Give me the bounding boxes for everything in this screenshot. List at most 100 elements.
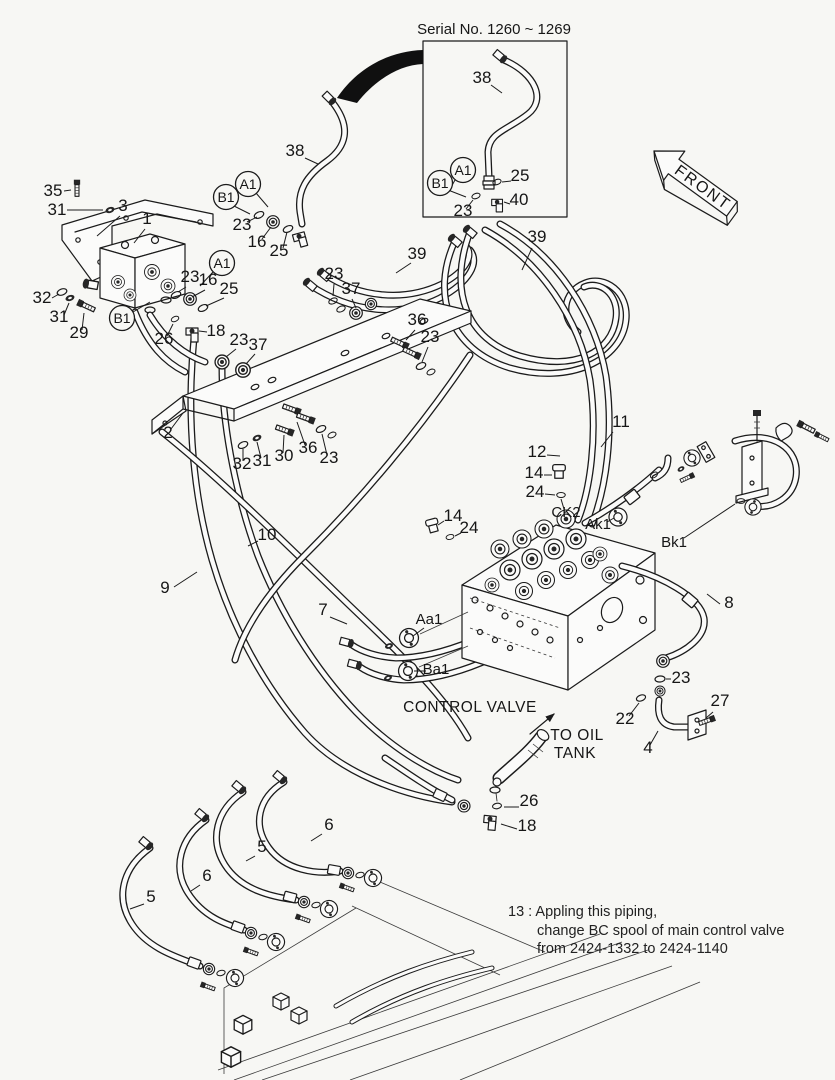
callout-leader-1	[133, 228, 146, 244]
hose-inner	[497, 221, 612, 527]
bolt-35	[73, 179, 81, 197]
circled-label-B1: B1	[113, 310, 130, 326]
inset-hose-38-inner	[485, 57, 539, 179]
callout-18: 18	[518, 816, 537, 835]
callout-leader-23	[321, 433, 328, 456]
callout-23: 23	[325, 264, 344, 283]
hoses-5-6	[119, 769, 385, 993]
callout-31: 31	[50, 307, 69, 326]
port-label-CK2: CK2	[551, 504, 580, 521]
hose-7-inner	[159, 429, 471, 741]
hose-10	[218, 364, 462, 784]
oil-tank-pipe	[381, 713, 555, 831]
hoses-39	[300, 220, 630, 528]
callout-leader-5	[129, 903, 145, 910]
hose-10-inner	[219, 365, 461, 783]
clamp	[775, 422, 793, 442]
callout-23: 23	[181, 267, 200, 286]
callout-16: 16	[248, 232, 267, 251]
to-oil-tank-caption-2: TANK	[554, 745, 596, 762]
circled-leader-B1	[447, 189, 467, 198]
callout-36: 36	[408, 310, 427, 329]
front-arrow: FRONT	[653, 150, 738, 226]
callout-leader-23	[225, 348, 237, 358]
callout-23: 23	[233, 215, 252, 234]
callout-3: 3	[118, 196, 127, 215]
callout-leader-37	[245, 353, 256, 365]
port-label-Bk1: Bk1	[661, 534, 687, 551]
port-leader-Aa1	[412, 627, 425, 637]
callout-leader-6	[310, 833, 323, 842]
callout-leader-22	[628, 702, 640, 717]
callout-2: 2	[163, 423, 172, 442]
callout-23: 23	[454, 201, 473, 220]
callout-12: 12	[528, 442, 547, 461]
note-line-3: from 2424-1332 to 2424-1140	[537, 941, 728, 957]
callout-32: 32	[233, 454, 252, 473]
long-hoses	[158, 334, 570, 806]
callout-18: 18	[207, 321, 226, 340]
hose-5a-inner	[120, 845, 203, 969]
callout-37: 37	[249, 335, 268, 354]
callout-35: 35	[44, 181, 63, 200]
callout-leader-38	[490, 84, 503, 94]
circled-label-A1: A1	[239, 176, 256, 192]
circled-label-B1: B1	[217, 189, 234, 205]
callout-23: 23	[672, 668, 691, 687]
callout-9: 9	[160, 578, 169, 597]
circled-label-ring-A1	[234, 170, 262, 198]
callout-leader-25	[282, 231, 288, 249]
machine-deck-frame	[217, 881, 701, 1080]
hose-38-inner	[297, 100, 347, 227]
callout-leader-39	[521, 247, 533, 271]
port-leader-Ak1	[606, 517, 615, 523]
port-leader-CK2	[560, 498, 565, 510]
callout-40: 40	[510, 190, 529, 209]
hose-38-assembly	[169, 89, 349, 343]
callout-leader-6	[190, 884, 201, 892]
callout-leader-39	[395, 262, 412, 274]
callout-leader-25	[501, 180, 512, 183]
callout-25: 25	[270, 241, 289, 260]
hose-inner	[147, 312, 208, 365]
callout-38: 38	[286, 141, 305, 160]
note-line-2: change BC spool of main control valve	[537, 923, 784, 939]
callout-leader-37	[351, 298, 357, 309]
control-valve-caption: CONTROL VALVE	[403, 699, 537, 716]
hose-6a-inner	[177, 817, 247, 933]
circled-leader-A1	[199, 271, 214, 287]
callout-5: 5	[146, 887, 155, 906]
callout-30: 30	[275, 446, 294, 465]
callout-leader-26	[166, 323, 174, 337]
callout-leader-10	[247, 540, 259, 547]
circled-label-B1: B1	[431, 175, 448, 191]
callout-leader-5	[245, 855, 256, 862]
callout-24: 24	[460, 518, 479, 537]
note-line-1: 13 : Appling this piping,	[508, 904, 657, 920]
callout-leader-4	[649, 730, 659, 746]
inset-box: Serial No. 1260 ~ 1269	[337, 21, 571, 218]
hose-11-bracket	[581, 410, 830, 527]
circled-label-A1: A1	[213, 255, 230, 271]
callout-6: 6	[202, 866, 211, 885]
hose-inner	[732, 435, 799, 509]
hose-inner	[458, 229, 619, 364]
callout-38: 38	[473, 68, 492, 87]
callout-leader-23	[421, 346, 429, 363]
callout-7: 7	[318, 600, 327, 619]
callout-39: 39	[408, 244, 427, 263]
circled-label-A1: A1	[454, 162, 471, 178]
callout-23: 23	[320, 448, 339, 467]
callout-leader-23	[177, 286, 187, 293]
callout-26: 26	[520, 791, 539, 810]
hose-inner	[321, 243, 472, 298]
mounting-bar	[151, 298, 472, 435]
callout-leader-38	[304, 157, 319, 165]
callout-leader-30	[282, 434, 285, 454]
hose-8-inner	[619, 563, 707, 661]
hose-inner	[132, 309, 188, 375]
note-13: 13 : Appling this piping, change BC spoo…	[508, 904, 784, 957]
circled-label-ring-B1	[212, 183, 240, 211]
